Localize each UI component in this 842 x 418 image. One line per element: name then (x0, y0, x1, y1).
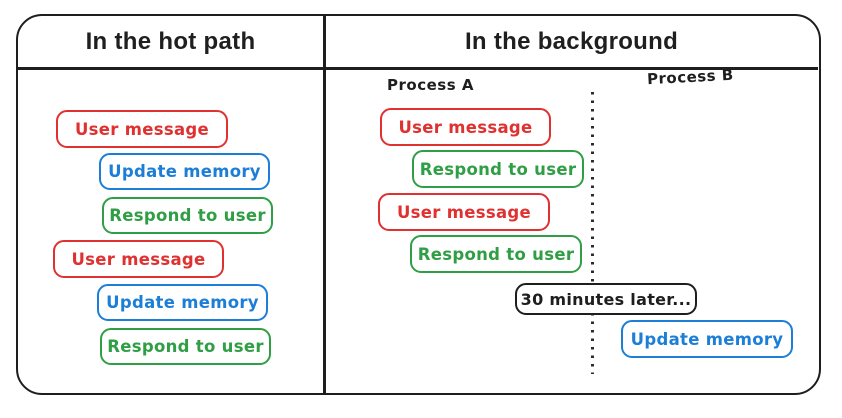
hot-path-step-respond-to-user-1: Respond to user (102, 197, 273, 234)
process-a-step-respond-to-user-2: Respond to user (410, 235, 582, 273)
process-a-label: Process A (387, 76, 474, 94)
header-divider-line (17, 67, 818, 70)
process-a-step-respond-to-user-1: Respond to user (412, 150, 584, 188)
process-divider-dotted-line (591, 92, 594, 374)
process-a-step-user-message-2: User message (378, 193, 550, 231)
panel-divider-line (323, 15, 326, 393)
hot-path-step-respond-to-user-2: Respond to user (100, 328, 271, 365)
hot-path-step-update-memory-1: Update memory (99, 153, 270, 190)
hot-path-step-user-message-1: User message (56, 110, 228, 148)
background-panel-title: In the background (464, 27, 679, 55)
timer-note-box: 30 minutes later... (515, 283, 697, 315)
hot-path-step-user-message-2: User message (53, 240, 224, 278)
process-b-step-update-memory: Update memory (621, 320, 793, 358)
process-a-step-user-message-1: User message (380, 108, 551, 146)
hot-path-panel-title: In the hot path (85, 27, 256, 55)
hot-path-step-update-memory-2: Update memory (97, 284, 268, 321)
